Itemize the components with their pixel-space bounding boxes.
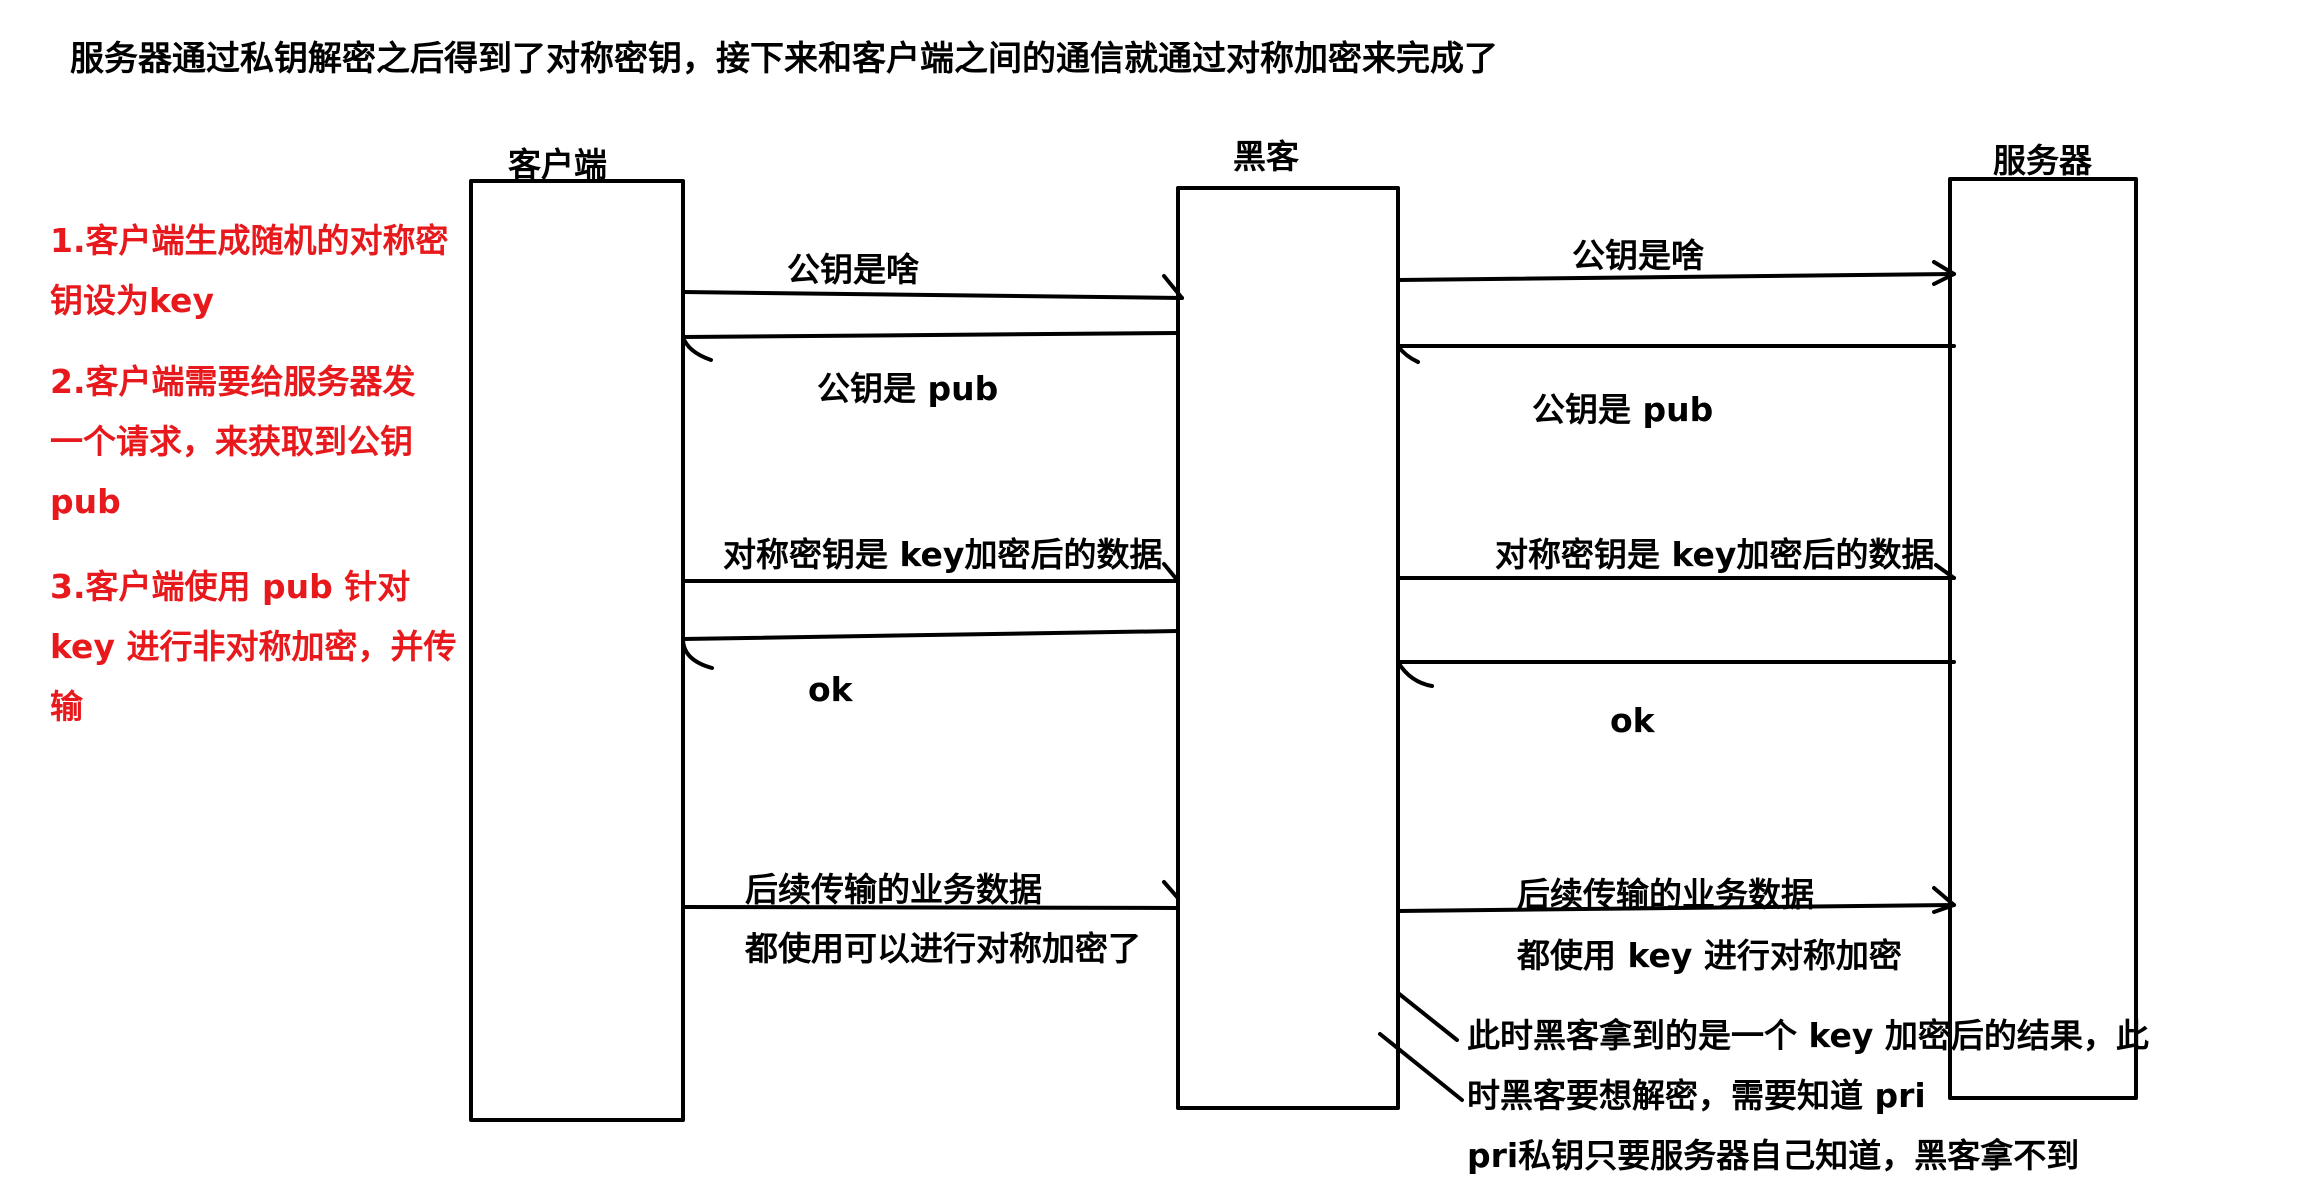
hacker-note-line1: 此时黑客拿到的是一个 key 加密后的结果，此 (1467, 1016, 2149, 1055)
arrowhead-reply-pub-right (1396, 344, 1420, 364)
step3-line2: key 进行非对称加密，并传 (50, 627, 457, 666)
step2-line2: 一个请求，来获取到公钥 (50, 422, 413, 461)
arrow-ask-pubkey-left (681, 290, 1184, 300)
hacker-note: 此时黑客拿到的是一个 key 加密后的结果，此 时黑客要想解密，需要知道 pri… (1467, 1006, 2149, 1186)
right-reply-pub-label: 公钥是 pub (1532, 390, 1714, 429)
right-ok-label: ok (1610, 701, 1655, 740)
arrowhead-business-right (1932, 886, 1956, 914)
arrowhead-encrypted-key-right (1934, 563, 1956, 580)
step2-line1: 2.客户端需要给服务器发 (50, 362, 416, 401)
arrow-business-right (1396, 903, 1956, 913)
right-arrows (1396, 260, 1956, 914)
actor-client-label: 客户端 (508, 145, 607, 184)
arrow-business-left (681, 905, 1180, 910)
left-reply-pub-label: 公钥是 pub (817, 369, 999, 408)
arrowhead-ask-pubkey-right (1932, 260, 1956, 286)
step3-note: 3.客户端使用 pub 针对 key 进行非对称加密，并传 输 (50, 557, 456, 737)
arrowhead-ok-right (1396, 660, 1434, 688)
left-ask-pubkey-label: 公钥是啥 (787, 250, 919, 289)
right-business-line2: 都使用 key 进行对称加密 (1517, 936, 1902, 975)
arrowhead-encrypted-key-left (1162, 562, 1180, 583)
arrow-reply-pub-left (681, 331, 1180, 339)
arrow-ok-left (681, 629, 1180, 641)
step1-line2: 钥设为key (50, 281, 214, 320)
left-ok-label: ok (808, 670, 853, 709)
step1-line1: 1.客户端生成随机的对称密 (50, 221, 449, 260)
arrowhead-ok-left (681, 637, 714, 670)
page-title: 服务器通过私钥解密之后得到了对称密钥，接下来和客户端之间的通信就通过对称加密来完… (70, 39, 1498, 79)
step2-note: 2.客户端需要给服务器发 一个请求，来获取到公钥 pub (50, 352, 416, 532)
actor-server-label: 服务器 (1993, 141, 2092, 180)
arrow-ask-pubkey-right (1396, 272, 1956, 282)
left-business-line2: 都使用可以进行对称加密了 (745, 929, 1141, 968)
right-business-line1: 后续传输的业务数据 (1517, 875, 1814, 914)
hacker-note-pointer-2 (1378, 1032, 1464, 1102)
left-arrows (681, 274, 1184, 910)
step2-line3: pub (50, 482, 121, 521)
step1-note: 1.客户端生成随机的对称密 钥设为key (50, 211, 449, 331)
arrowhead-ask-pubkey-left (1162, 274, 1184, 300)
arrowhead-reply-pub-left (681, 335, 713, 362)
server-box (1948, 177, 2138, 1100)
left-business-line1: 后续传输的业务数据 (745, 870, 1042, 909)
right-ask-pubkey-label: 公钥是啥 (1572, 236, 1704, 275)
left-encrypted-key-label: 对称密钥是 key加密后的数据 (723, 535, 1163, 574)
arrowhead-business-left (1162, 880, 1180, 900)
actor-hacker-label: 黑客 (1233, 137, 1299, 176)
hacker-note-line3: pri私钥只要服务器自己知道，黑客拿不到 (1467, 1136, 2080, 1175)
client-box (469, 179, 685, 1122)
hacker-box (1176, 186, 1400, 1110)
right-encrypted-key-label: 对称密钥是 key加密后的数据 (1495, 535, 1935, 574)
step3-line3: 输 (50, 687, 83, 726)
hacker-note-line2: 时黑客要想解密，需要知道 pri (1467, 1076, 1926, 1115)
hacker-note-pointer-1 (1396, 991, 1459, 1042)
step3-line1: 3.客户端使用 pub 针对 (50, 567, 411, 606)
